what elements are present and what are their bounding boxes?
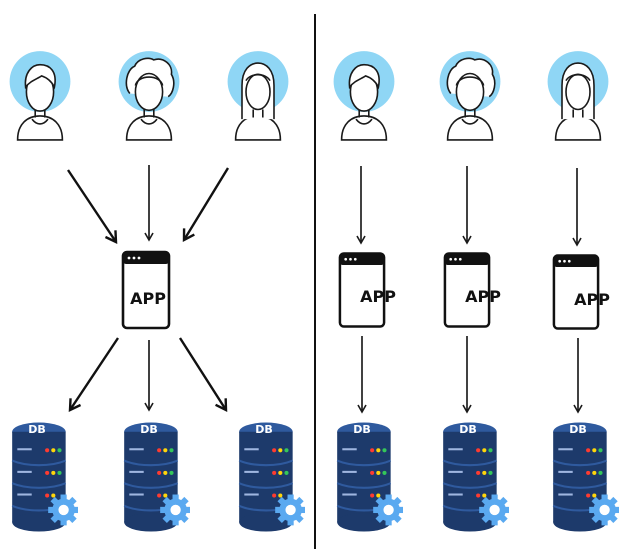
user-long-hair-icon [546,49,610,142]
app-label: APP [465,287,501,306]
database-server-icon [442,421,509,533]
app-label: APP [360,287,396,306]
arrow-app-to-db1 [68,337,119,412]
database-server-icon [11,421,78,533]
db-label: DB [28,423,46,436]
right-panel: APP APP APP DB DB DB [332,49,619,533]
db-label: DB [255,423,273,436]
db-label: DB [140,423,158,436]
user-curly-hair-icon [117,49,181,142]
db-label: DB [353,423,371,436]
arrow-user3-to-app [182,167,230,242]
app-label: APP [130,289,166,308]
user-short-hair-icon [332,49,396,142]
db-label: DB [569,423,587,436]
database-server-icon [336,421,403,533]
left-panel: APP DB DB DB [8,49,305,533]
database-server-icon [123,421,190,533]
db-label: DB [459,423,477,436]
arrow-user1-to-app [67,169,118,244]
user-long-hair-icon [226,49,290,142]
arrow-app-to-db3 [178,337,228,412]
database-server-icon [238,421,305,533]
database-server-icon [552,421,619,533]
user-short-hair-icon [8,49,72,142]
user-curly-hair-icon [438,49,502,142]
app-label: APP [574,290,610,309]
